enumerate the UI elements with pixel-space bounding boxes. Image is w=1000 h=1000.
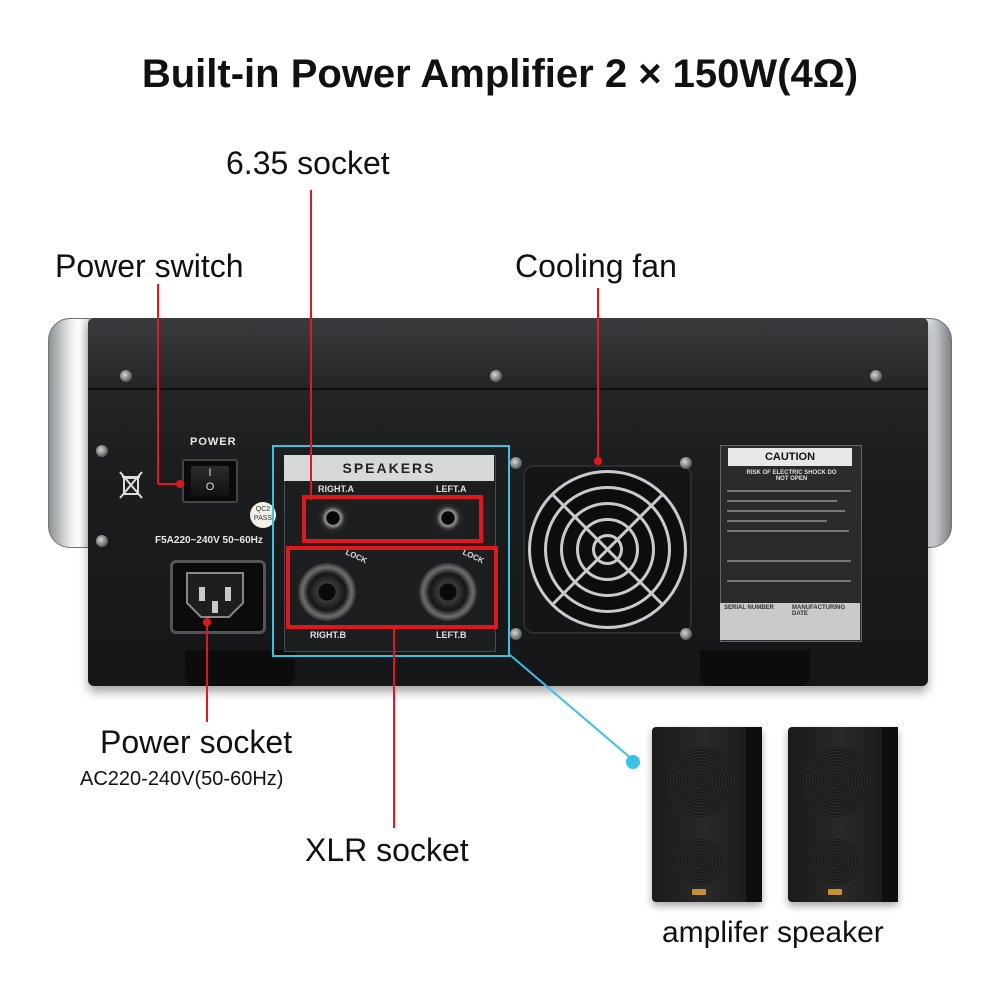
screw-icon: [96, 535, 108, 547]
caution-text-line: [727, 510, 845, 512]
callout-power-switch: Power switch: [55, 248, 244, 284]
power-label: POWER: [190, 436, 237, 448]
caution-text-line: [727, 580, 851, 582]
speaker-grill: [814, 839, 860, 885]
xlr-socket-right-b[interactable]: [298, 563, 356, 621]
callout-dot: [594, 457, 602, 465]
power-socket[interactable]: [170, 560, 266, 634]
right-foot: [700, 650, 810, 686]
speaker-grill: [802, 747, 872, 817]
callout-635-socket: 6.35 socket: [226, 145, 390, 181]
chassis-top-panel: [88, 318, 928, 390]
callout-xlr-socket: XLR socket: [305, 832, 469, 868]
jack-socket-left-a[interactable]: [433, 503, 463, 533]
caution-text-line: [727, 530, 849, 532]
callout-amplifier-speaker: amplifer speaker: [662, 916, 884, 949]
fuse-rating-label: F5A220~240V 50~60Hz: [155, 535, 263, 546]
serial-number-label: SERIAL NUMBER: [724, 605, 774, 611]
manufacturing-date-label: MANUFACTURING DATE: [792, 605, 845, 617]
speakers-highlight: [272, 445, 510, 657]
callout-line-speaker: [509, 654, 634, 761]
right-a-label: RIGHT.A: [318, 484, 354, 494]
screw-icon: [680, 628, 692, 640]
screw-icon: [870, 370, 882, 382]
screw-icon: [510, 628, 522, 640]
caution-subtitle: RISK OF ELECTRIC SHOCK DO NOT OPEN: [746, 470, 837, 482]
jack-socket-right-a[interactable]: [318, 503, 348, 533]
qc-badge: QC2 PASS: [250, 502, 276, 528]
callout-dot-blue: [626, 755, 640, 769]
speakers-title: SPEAKERS: [284, 455, 494, 481]
callout-cooling-fan: Cooling fan: [515, 248, 677, 284]
callout-dot: [176, 480, 184, 488]
page-title: Built-in Power Amplifier 2 × 150W(4Ω): [141, 52, 859, 96]
xlr-socket-left-b[interactable]: [419, 563, 477, 621]
screw-icon: [680, 457, 692, 469]
speaker-logo-badge: [692, 889, 706, 895]
cooling-fan: [520, 462, 695, 637]
callout-dot: [203, 618, 211, 626]
screw-icon: [490, 370, 502, 382]
screw-icon: [120, 370, 132, 382]
left-a-label: LEFT.A: [436, 484, 467, 494]
left-b-label: LEFT.B: [436, 630, 467, 640]
speaker-left: [652, 727, 762, 902]
caution-text-line: [727, 500, 837, 502]
weee-bin-icon: [118, 470, 144, 500]
speaker-side: [882, 727, 898, 902]
serial-plate: SERIAL NUMBER MANUFACTURING DATE: [720, 603, 860, 640]
caution-text-line: [727, 490, 851, 492]
right-b-label: RIGHT.B: [310, 630, 346, 640]
xlr-sockets-highlight: [286, 546, 498, 629]
speaker-right: [788, 727, 898, 902]
screw-icon: [510, 457, 522, 469]
jack-sockets-highlight: [302, 495, 483, 543]
caution-text-line: [727, 560, 851, 562]
speaker-grill: [666, 747, 736, 817]
speaker-logo-badge: [828, 889, 842, 895]
speaker-grill: [678, 839, 724, 885]
screw-icon: [96, 445, 108, 457]
caution-text-line: [727, 520, 827, 522]
callout-power-socket: Power socket: [100, 724, 293, 760]
caution-title: CAUTION: [728, 448, 852, 466]
speaker-side: [746, 727, 762, 902]
callout-power-socket-spec: AC220-240V(50-60Hz): [80, 768, 284, 790]
